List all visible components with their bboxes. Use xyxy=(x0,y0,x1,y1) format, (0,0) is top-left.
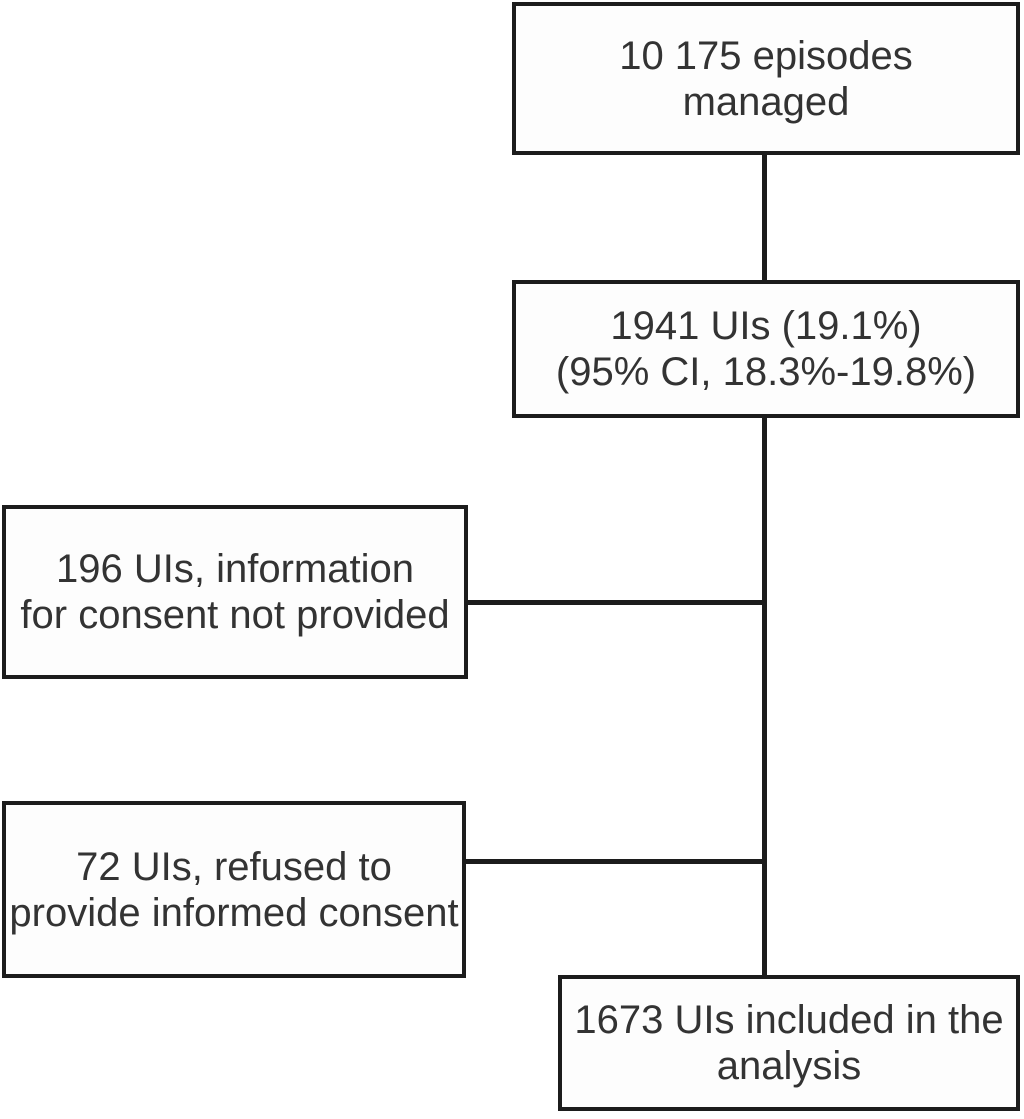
node-text-line: 196 UIs, information xyxy=(56,547,414,591)
node-text-line: provide informed consent xyxy=(9,890,459,935)
connector-refused-to-main-line xyxy=(464,859,767,864)
node-text-line: analysis xyxy=(716,1044,862,1088)
connector-episodes-to-uis xyxy=(762,155,767,280)
node-text-line: for consent not provided xyxy=(20,593,450,637)
flow-node-consent-info-not-provided: 196 UIs, information for consent not pro… xyxy=(2,505,468,679)
flow-node-refused-consent: 72 UIs, refused to provide informed cons… xyxy=(2,801,466,978)
node-text-line: 1673 UIs included in the xyxy=(574,998,1004,1042)
node-text-line: (95% CI, 18.3%-19.8%) xyxy=(555,350,977,394)
node-text-line: 1941 UIs (19.1%) xyxy=(610,304,922,348)
node-text-line: 72 UIs, refused to xyxy=(76,844,392,889)
flow-node-included-analysis: 1673 UIs included in the analysis xyxy=(558,975,1020,1111)
connector-noinfo-to-main-line xyxy=(466,600,767,605)
connector-uis-to-included xyxy=(762,417,767,975)
node-text-line: 10 175 episodes xyxy=(619,33,913,78)
node-text-line: managed xyxy=(682,79,850,124)
flow-node-episodes-managed: 10 175 episodes managed xyxy=(512,2,1020,155)
flow-node-uis-total: 1941 UIs (19.1%) (95% CI, 18.3%-19.8%) xyxy=(512,280,1020,418)
